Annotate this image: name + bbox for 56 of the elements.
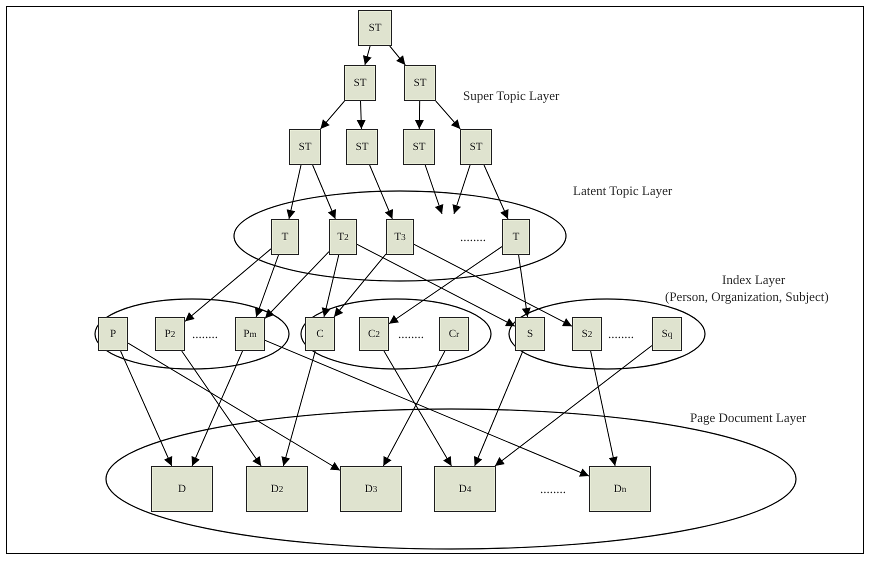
arrow (356, 244, 516, 327)
node-box: C (305, 317, 335, 351)
node-box: ST (404, 65, 436, 101)
arrow (334, 253, 386, 318)
arrow (590, 350, 618, 466)
arrow (184, 248, 272, 322)
arrow (192, 350, 244, 466)
node-box: ST (403, 129, 435, 165)
arrow (389, 46, 406, 66)
arrow (181, 350, 262, 466)
arrow (362, 46, 372, 66)
node-box: T (271, 219, 299, 255)
layer-label: (Person, Organization, Subject) (665, 289, 829, 305)
arrow (518, 254, 531, 318)
node-box: ST (358, 10, 392, 46)
arrow (484, 164, 508, 220)
layer-label: Page Document Layer (690, 410, 806, 426)
layer-label: Super Topic Layer (463, 88, 560, 104)
arrow (322, 254, 340, 318)
arrow (312, 164, 336, 220)
node-box: D (151, 466, 213, 512)
node-box: ST (344, 65, 376, 101)
arrow (494, 345, 652, 466)
arrow (281, 350, 316, 466)
arrow (369, 164, 394, 220)
layer-label: ........ (540, 481, 566, 497)
node-box: ST (346, 129, 378, 165)
layer-ellipse (233, 190, 567, 282)
arrow (128, 342, 340, 471)
layer-label: ........ (460, 229, 486, 245)
layer-label: ........ (192, 326, 218, 342)
arrow (356, 100, 366, 130)
layer-label: ........ (608, 326, 634, 342)
layer-ellipse (300, 298, 492, 370)
layer-ellipse (94, 298, 290, 370)
arrow (414, 100, 424, 130)
node-box: T (502, 219, 530, 255)
node-box: ST (460, 129, 492, 165)
layer-label: Index Layer (722, 272, 786, 288)
node-box: S (515, 317, 545, 351)
layer-label: Latent Topic Layer (573, 183, 672, 199)
arrow (414, 244, 572, 327)
arrow (264, 340, 590, 477)
arrow (320, 100, 346, 130)
arrow (264, 251, 330, 319)
arrow (286, 164, 302, 220)
arrow (474, 350, 524, 466)
node-box: P (98, 317, 128, 351)
arrow (388, 246, 502, 324)
arrow (254, 254, 279, 318)
layer-label: ........ (398, 326, 424, 342)
arrow (452, 164, 471, 214)
node-box: ST (289, 129, 321, 165)
arrow (120, 350, 172, 466)
arrow (424, 164, 444, 214)
arrow (435, 100, 461, 130)
